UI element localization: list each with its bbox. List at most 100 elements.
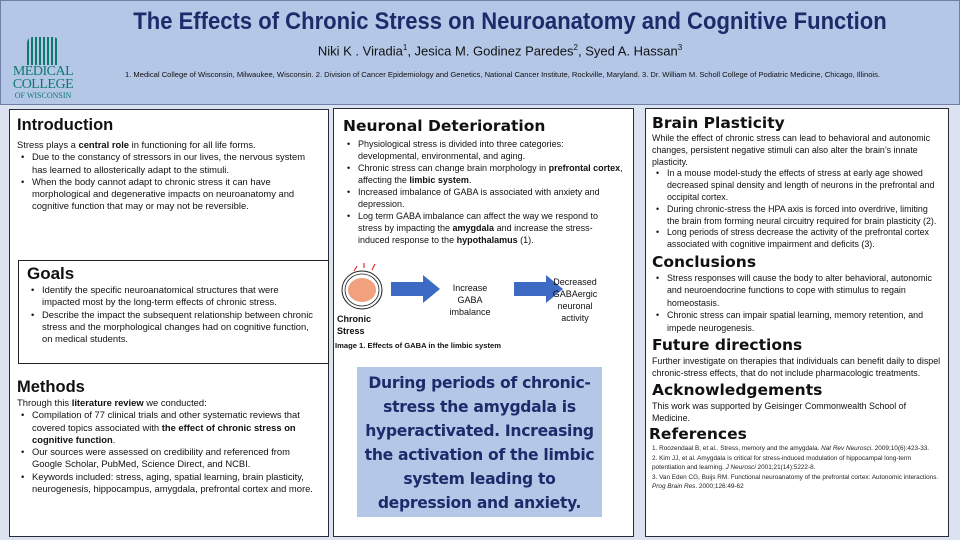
bullet-item: Describe the impact the subsequent relat… <box>27 309 318 346</box>
bold-text: the effect of chronic stress on cognitiv… <box>32 421 296 445</box>
bullet-item: Physiological stress is divided into thr… <box>343 138 623 162</box>
bullet-item: When the body cannot adapt to chronic st… <box>17 176 320 213</box>
text-segment: Identify the specific neuroanatomical st… <box>42 284 279 308</box>
lead-text: Further investigate on therapies that in… <box>652 355 942 379</box>
lead-text: While the effect of chronic stress can l… <box>652 133 942 168</box>
introduction-body: Stress plays a central role in functioni… <box>17 139 320 213</box>
lead-text: Stress plays a central role in functioni… <box>17 139 320 151</box>
bullet-item: During chronic-stress the HPA axis is fo… <box>652 204 942 228</box>
author-affiliation-number: 3 <box>677 43 683 52</box>
bullet-item: Chronic stress can change brain morpholo… <box>343 162 623 186</box>
references-list: 1. Roozendaal B, et al.. Stress, memory … <box>652 444 942 492</box>
bullet-list: Stress responses will cause the body to … <box>652 272 942 334</box>
text-segment: we conducted: <box>143 397 207 408</box>
authors: Niki K . Viradia1, Jesica M. Godinez Par… <box>317 43 683 59</box>
bullet-item: Our sources were assessed on credibility… <box>17 446 320 471</box>
reference-item: 1. Roozendaal B, et al.. Stress, memory … <box>652 444 942 454</box>
logo-line: OF WISCONSIN <box>14 91 72 100</box>
text-segment: in functioning for all life forms. <box>129 139 256 150</box>
key-finding-callout: During periods of chronic-stress the amy… <box>357 367 602 517</box>
bullet-item: In a mouse model-study the effects of st… <box>652 168 942 203</box>
goals-box: Goals Identify the specific neuroanatomi… <box>18 260 329 364</box>
text-segment: 3. Van Eden CG, Buijs RM. Functional neu… <box>652 473 939 481</box>
text-segment: Chronic stress can change brain morpholo… <box>358 163 549 173</box>
bullet-item: Increased imbalance of GABA is associate… <box>343 186 623 210</box>
author-name: Niki K . Viradia <box>317 43 403 59</box>
reference-item: 2. Kim JJ, et al. Amygdala is critical f… <box>652 454 942 473</box>
diagram-gaba-imbalance: Increase GABA imbalance <box>449 283 491 317</box>
text-segment: Describe the impact the subsequent relat… <box>42 308 313 345</box>
bold-text: limbic system <box>409 175 469 185</box>
bullet-list: Identify the specific neuroanatomical st… <box>27 284 318 345</box>
text-segment: . 2009;10(6):423-33. <box>871 445 930 452</box>
text-segment: Increased imbalance of GABA is associate… <box>358 187 600 209</box>
stressed-brain-icon <box>341 263 383 310</box>
diagram-chronic-stress: Chronic Stress <box>337 314 372 336</box>
plasticity-body: While the effect of chronic stress can l… <box>652 133 942 251</box>
arrow-right-icon <box>514 275 563 303</box>
bold-text: hypothalamus <box>456 235 518 245</box>
text-segment: During chronic-stress the HPA axis is fo… <box>667 203 937 226</box>
neuronal-body: Physiological stress is divided into thr… <box>343 138 623 246</box>
conclusions-body: Stress responses will cause the body to … <box>652 272 942 334</box>
text-segment: In a mouse model-study the effects of st… <box>667 168 935 202</box>
bullet-item: Due to the constancy of stressors in our… <box>17 151 320 176</box>
bullet-list: Due to the constancy of stressors in our… <box>17 151 320 212</box>
plasticity-heading: Brain Plasticity <box>652 114 785 132</box>
arrow-right-icon <box>391 275 440 303</box>
bold-text: central role <box>78 139 130 150</box>
bullet-item: Identify the specific neuroanatomical st… <box>27 284 318 309</box>
bullet-item: Compilation of 77 clinical trials and ot… <box>17 409 320 446</box>
right-panel: Brain Plasticity While the effect of chr… <box>645 108 949 537</box>
middle-panel: Neuronal Deterioration Physiological str… <box>333 108 634 537</box>
logo-line: MEDICAL <box>12 64 74 79</box>
author-name: Syed A. Hassan <box>585 43 678 59</box>
text-segment: Our sources were assessed on credibility… <box>32 446 290 470</box>
text-segment: This work was supported by Geisinger Com… <box>652 401 907 423</box>
goals-heading: Goals <box>27 264 75 283</box>
bullet-list: Compilation of 77 clinical trials and ot… <box>17 409 320 495</box>
text-segment: . <box>468 175 472 185</box>
bold-text: amygdala <box>452 223 495 233</box>
book-icon <box>27 37 59 65</box>
bullet-item: Keywords included: stress, aging, spatia… <box>17 471 320 496</box>
introduction-heading: Introduction <box>17 116 114 134</box>
text-segment: 1. Roozendaal B, et al.. Stress, memory … <box>652 445 822 452</box>
text-segment: (1). <box>517 235 534 245</box>
methods-body: Through this literature review we conduc… <box>17 397 320 495</box>
text-segment: 2. Kim JJ, et al. Amygdala is critical f… <box>652 454 912 472</box>
medical-college-logo: MEDICAL COLLEGE OF WISCONSIN <box>3 37 83 103</box>
text-segment: Keywords included: stress, aging, spatia… <box>32 470 313 495</box>
future-heading: Future directions <box>652 336 803 354</box>
lead-text: This work was supported by Geisinger Com… <box>652 400 942 424</box>
text-segment: Stress responses will cause the body to … <box>667 272 932 308</box>
affiliations: 1. Medical College of Wisconsin, Milwauk… <box>124 70 881 79</box>
acknowledgements-body: This work was supported by Geisinger Com… <box>652 400 942 424</box>
text-segment: Log term GABA imbalance can affect the w… <box>358 211 598 233</box>
text-segment: When the body cannot adapt to chronic st… <box>32 175 295 212</box>
text-segment: Stress plays a <box>17 139 79 150</box>
left-panel: Introduction Stress plays a central role… <box>9 109 329 537</box>
image-caption: Image 1. Effects of GABA in the limbic s… <box>335 341 501 350</box>
lead-text: Through this literature review we conduc… <box>17 397 320 409</box>
references-heading: References <box>649 425 747 443</box>
text-segment: , affecting the <box>358 163 623 185</box>
acknowledgements-heading: Acknowledgements <box>652 381 823 399</box>
text-segment: . 2000;126:49-62 <box>695 483 744 490</box>
text-segment: Physiological stress is divided into thr… <box>358 139 564 161</box>
text-segment: Due to the constancy of stressors in our… <box>32 151 306 175</box>
future-body: Further investigate on therapies that in… <box>652 355 942 379</box>
text-segment: . <box>112 433 116 445</box>
bold-text: literature review <box>71 397 144 408</box>
italic-text: J Neurosci <box>725 464 756 471</box>
bullet-item: Stress responses will cause the body to … <box>652 272 942 309</box>
text-segment: Chronic stress can impair spatial learni… <box>667 310 924 333</box>
text-segment: Further investigate on therapies that in… <box>652 356 941 378</box>
logo-line: COLLEGE <box>12 77 74 92</box>
poster-title: The Effects of Chronic Stress on Neuroan… <box>133 8 887 35</box>
goals-body: Identify the specific neuroanatomical st… <box>27 284 318 345</box>
bullet-list: Physiological stress is divided into thr… <box>343 138 623 246</box>
poster-header: MEDICAL COLLEGE OF WISCONSIN The Effects… <box>0 0 960 105</box>
text-segment: and increase the stress-induced response… <box>358 223 593 245</box>
italic-text: Nat Rev Neurosci <box>821 445 872 452</box>
